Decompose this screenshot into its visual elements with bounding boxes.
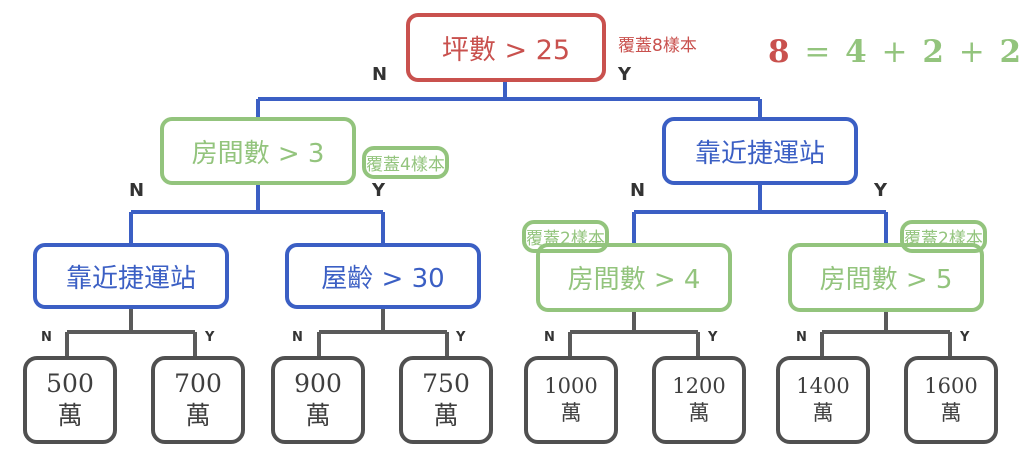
equation-equals: =	[804, 34, 831, 70]
equation-part-3: 2	[999, 34, 1022, 70]
leaf-value: 1200	[672, 374, 726, 399]
equation-plus-2: +	[958, 34, 985, 70]
leaf-node-7: 1400 萬	[776, 356, 870, 444]
equation-part-1: 4	[845, 34, 867, 70]
equation-plus-1: +	[881, 34, 908, 70]
edge-level2-2	[317, 307, 449, 357]
edge-level2-4	[820, 310, 952, 357]
leaf-value: 1400	[796, 374, 850, 399]
level2-label-1: 靠近捷運站	[65, 263, 196, 294]
level2-2-branch-no: N	[292, 330, 303, 345]
level2-4-branch-no: N	[796, 330, 807, 345]
level2-1-branch-no: N	[41, 330, 52, 345]
root-node: 坪數 > 25	[406, 13, 606, 82]
leaf-node-2: 700 萬	[151, 356, 245, 444]
leaf-node-6: 1200 萬	[652, 356, 746, 444]
leaf-node-4: 750 萬	[399, 356, 493, 444]
level2-4-branch-yes: Y	[960, 330, 970, 345]
leaf-value: 1600	[924, 374, 978, 399]
level1-left-node: 房間數 > 3	[160, 117, 356, 185]
level1-left-coverage: 覆蓋4樣本	[362, 146, 449, 179]
leaf-value: 500	[46, 369, 94, 398]
root-node-label: 坪數 > 25	[441, 35, 571, 66]
leaf-unit: 萬	[305, 401, 331, 430]
edge-level1-right	[632, 183, 888, 243]
leaf-unit: 萬	[185, 401, 211, 430]
leaf-unit: 萬	[433, 401, 459, 430]
edge-level2-1	[65, 307, 197, 357]
leaf-node-3: 900 萬	[271, 356, 365, 444]
level2-label-4: 房間數 > 5	[819, 265, 953, 295]
leaf-node-1: 500 萬	[23, 356, 117, 444]
level2-node-2: 屋齡 > 30	[285, 243, 481, 309]
level2-label-2: 屋齡 > 30	[321, 263, 445, 294]
leaf-unit: 萬	[940, 401, 962, 425]
leaf-unit: 萬	[57, 401, 83, 430]
coverage-equation: 8 = 4 + 2 + 2	[768, 34, 1021, 70]
level1-left-branch-yes: Y	[372, 180, 386, 201]
level1-left-branch-no: N	[129, 180, 145, 201]
root-branch-no: N	[372, 64, 388, 85]
level2-label-3: 房間數 > 4	[567, 265, 701, 295]
leaf-value: 900	[294, 369, 342, 398]
level2-2-branch-yes: Y	[456, 330, 466, 345]
level1-right-node: 靠近捷運站	[662, 117, 858, 185]
level2-node-1: 靠近捷運站	[33, 243, 229, 309]
level2-node-4: 房間數 > 5	[788, 243, 984, 312]
leaf-unit: 萬	[688, 401, 710, 425]
level2-1-branch-yes: Y	[205, 330, 215, 345]
equation-total: 8	[768, 34, 790, 70]
level2-4-coverage: 覆蓋2樣本	[900, 220, 987, 253]
level2-node-3: 房間數 > 4	[536, 243, 732, 312]
equation-part-2: 2	[922, 34, 944, 70]
leaf-value: 1000	[544, 374, 598, 399]
leaf-node-5: 1000 萬	[524, 356, 618, 444]
level2-3-coverage: 覆蓋2樣本	[522, 220, 609, 253]
root-coverage-label: 覆蓋8樣本	[618, 36, 697, 56]
root-branch-yes: Y	[618, 64, 632, 85]
level1-right-label: 靠近捷運站	[694, 138, 825, 169]
level1-right-branch-no: N	[630, 180, 646, 201]
level1-left-label: 房間數 > 3	[191, 138, 325, 169]
edge-level2-3	[568, 310, 700, 357]
leaf-unit: 萬	[812, 401, 834, 425]
level2-3-branch-no: N	[544, 330, 555, 345]
leaf-value: 700	[174, 369, 222, 398]
leaf-unit: 萬	[560, 401, 582, 425]
edge-level1-left	[129, 183, 385, 243]
edge-root	[256, 80, 762, 117]
leaf-node-8: 1600 萬	[904, 356, 998, 444]
leaf-value: 750	[422, 369, 470, 398]
level2-3-branch-yes: Y	[708, 330, 718, 345]
level1-right-branch-yes: Y	[874, 180, 888, 201]
